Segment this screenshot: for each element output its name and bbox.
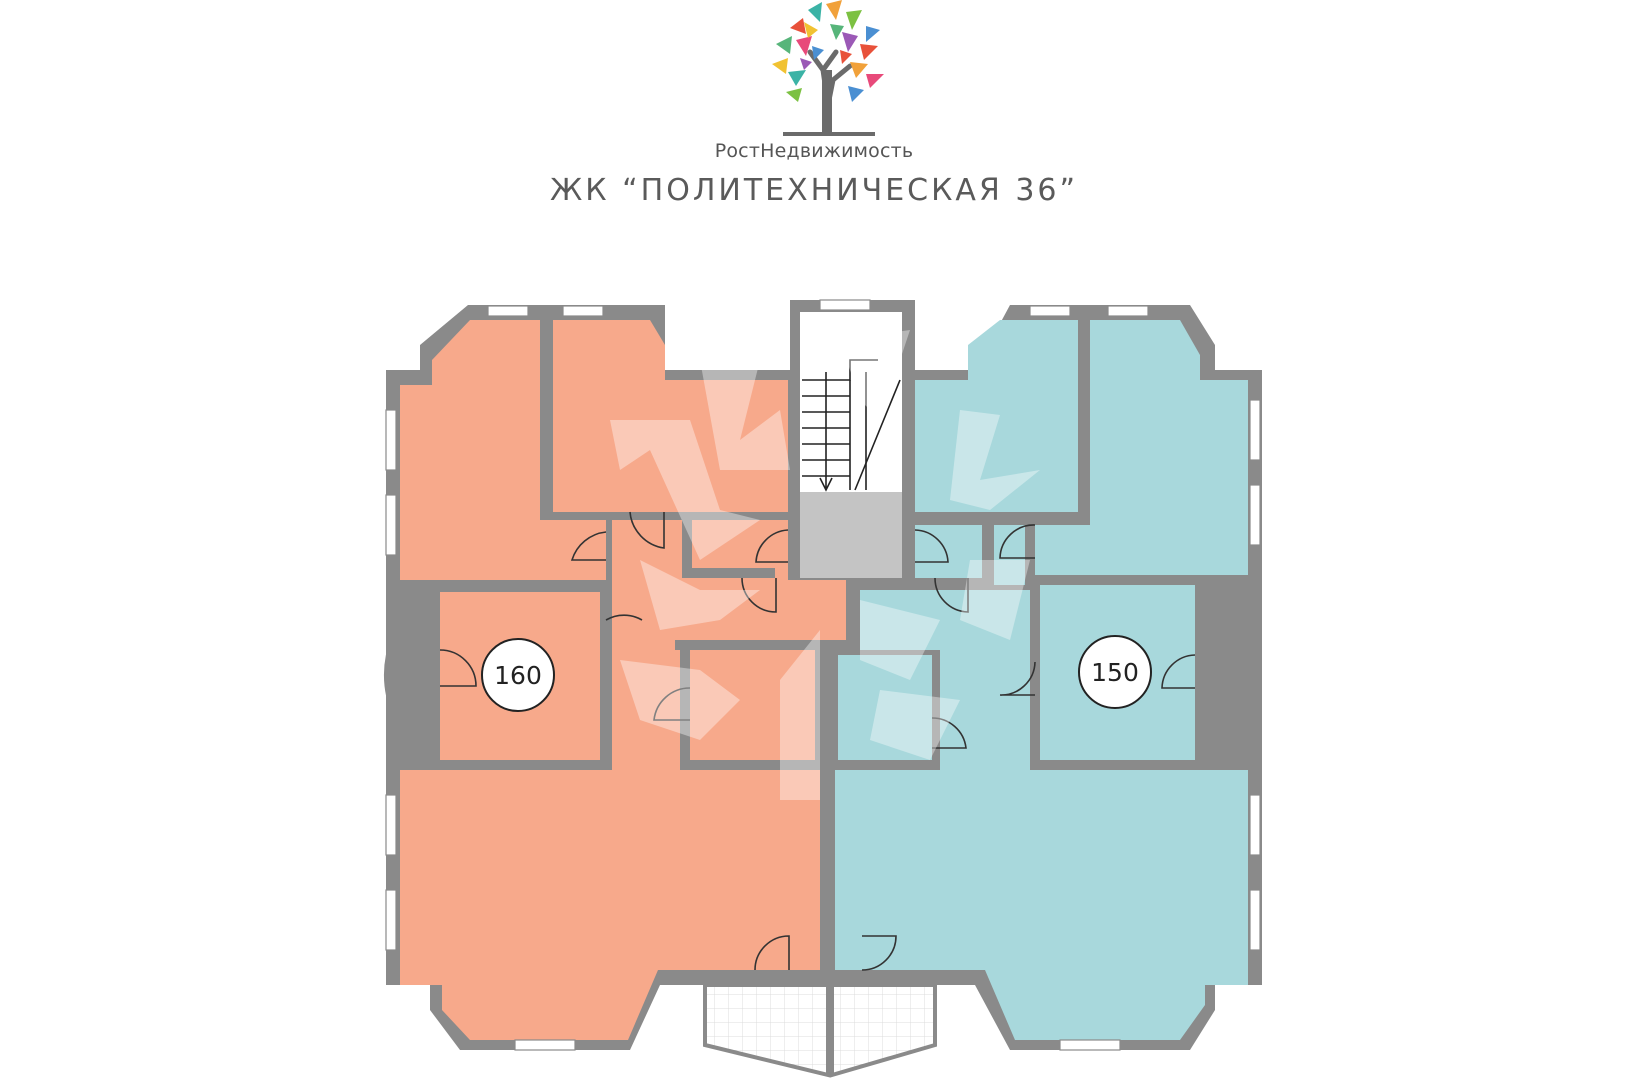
- windows: [385, 299, 1261, 1051]
- watermark-arrows-icon: [610, 330, 1040, 800]
- door-swing-icon: [439, 511, 1196, 971]
- tree-logo-icon: [772, 0, 884, 136]
- staircase: [800, 312, 902, 578]
- unit-badge-right: 150: [1078, 635, 1152, 709]
- unit-badge-left: 160: [481, 638, 555, 712]
- staircase-icon: [802, 359, 901, 492]
- unit-right: [835, 320, 1248, 1040]
- balcony-bottom-right: [830, 983, 937, 1078]
- brand-name: РостНедвижимость: [714, 140, 914, 162]
- unit-area-right: 150: [1091, 658, 1139, 687]
- page-title: ЖК “ПОЛИТЕХНИЧЕСКАЯ 36”: [549, 173, 1079, 208]
- unit-area-left: 160: [494, 661, 542, 690]
- balcony-bottom-left: [703, 983, 830, 1078]
